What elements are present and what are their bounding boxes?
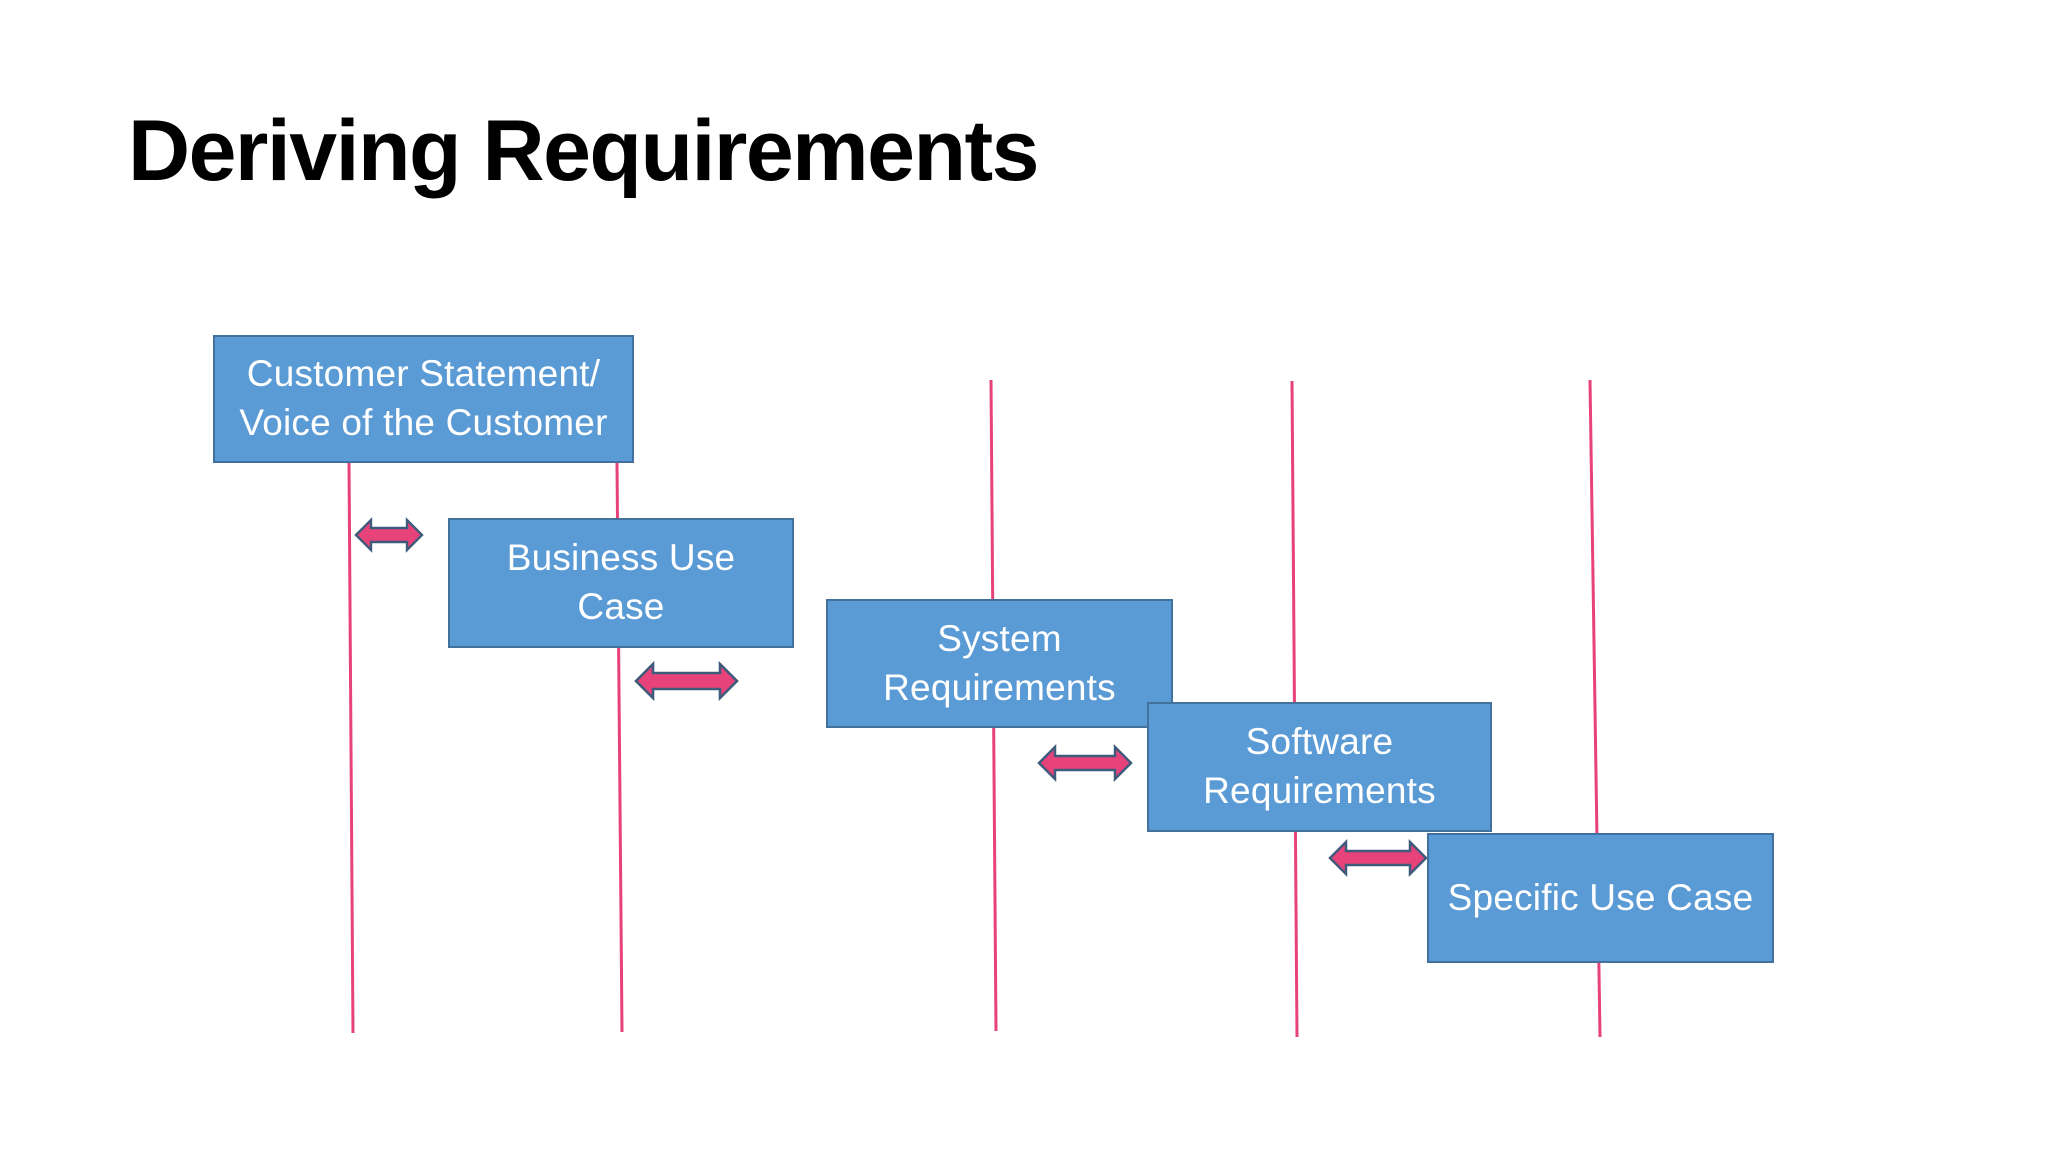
node-customer-statement[interactable]: Customer Statement/ Voice of the Custome… — [213, 335, 634, 463]
arrow-customer-to-business — [354, 514, 424, 556]
node-label: Business Use Case — [506, 537, 736, 627]
arrow-business-to-system — [634, 658, 739, 704]
node-system-requirements[interactable]: System Requirements — [826, 599, 1173, 728]
node-specific-use-case[interactable]: Specific Use Case — [1427, 833, 1774, 963]
arrow-software-to-specific — [1328, 836, 1428, 880]
guide-line-1 — [347, 461, 355, 1034]
node-business-use-case[interactable]: Business Use Case — [448, 518, 794, 648]
node-label: System Requirements — [883, 617, 1116, 708]
node-label: Customer Statement/ Voice of the Custome… — [239, 353, 608, 443]
node-label: Specific Use Case — [1447, 876, 1754, 918]
arrow-system-to-software — [1037, 741, 1133, 785]
node-label: Software Requirements — [1203, 721, 1436, 811]
node-software-requirements[interactable]: Software Requirements — [1147, 702, 1492, 832]
page-title: Deriving Requirements — [128, 103, 1039, 199]
